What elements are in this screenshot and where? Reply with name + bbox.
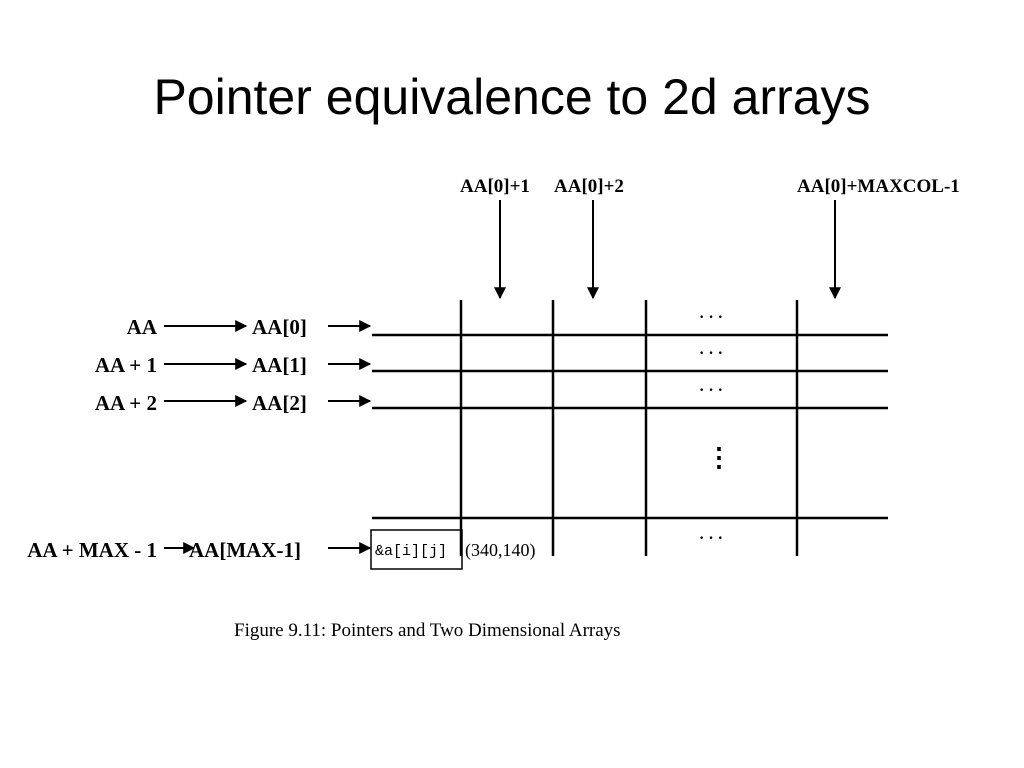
row-ellipsis: · · · — [699, 382, 723, 399]
col-pointer-label-1: AA[0]+1 — [460, 176, 530, 197]
highlighted-cell — [370, 529, 463, 570]
col-pointer-label-2: AA[0]+2 — [554, 176, 624, 197]
col-pointer-label-3: AA[0]+MAXCOL-1 — [797, 176, 960, 197]
row-pointer-label: AA — [127, 315, 158, 339]
row-ellipsis: · · · — [699, 309, 723, 326]
row-pointer-label: AA + 1 — [95, 353, 157, 377]
row-pointer-label: AA + MAX - 1 — [27, 538, 157, 562]
row-array-label: AA[MAX-1] — [189, 538, 301, 562]
cell-address-label: &a[i][j] — [375, 543, 447, 560]
row-array-label: AA[1] — [252, 353, 307, 377]
row-ellipsis: · · · — [699, 345, 723, 362]
slide-title: Pointer equivalence to 2d arrays — [153, 69, 871, 125]
row-array-label: AA[0] — [252, 315, 307, 339]
cell-coords-label: (340,140) — [465, 540, 536, 561]
vertical-ellipsis: ⋮ — [706, 443, 732, 472]
figure-caption: Figure 9.11: Pointers and Two Dimensiona… — [234, 620, 621, 641]
row-pointer-label: AA + 2 — [95, 391, 157, 415]
row-ellipsis: · · · — [699, 530, 723, 547]
row-array-label: AA[2] — [252, 391, 307, 415]
